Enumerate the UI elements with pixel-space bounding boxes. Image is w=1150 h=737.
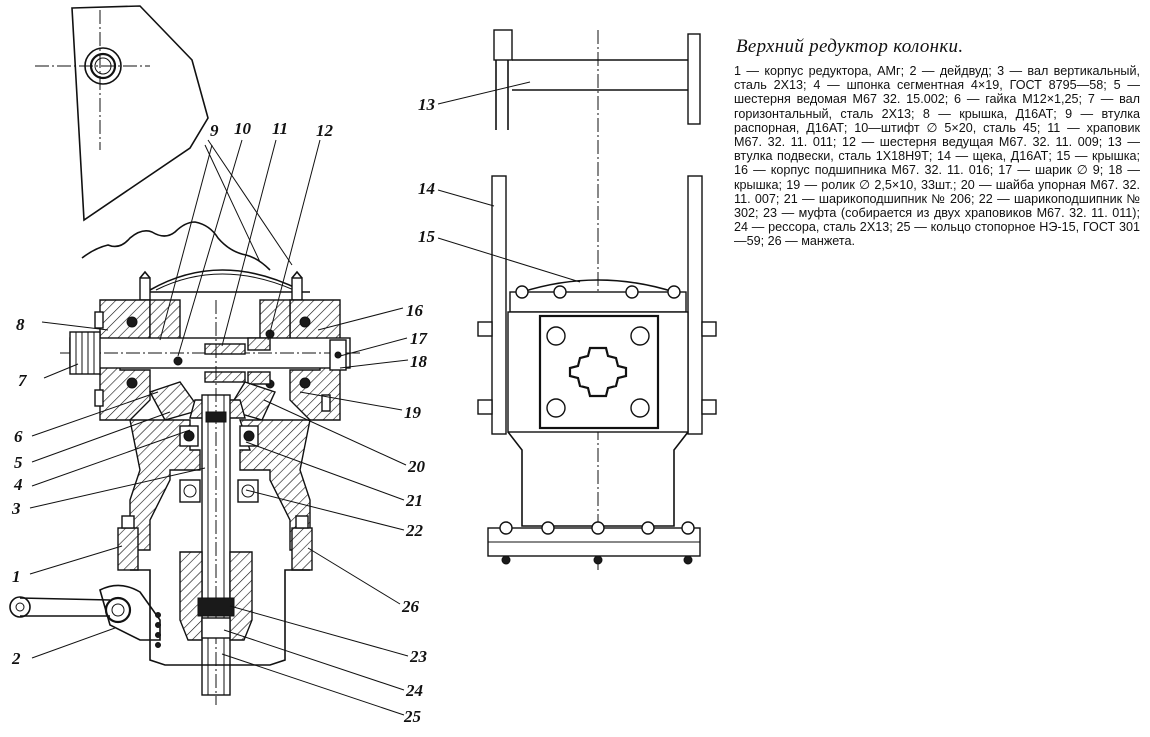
callout-11: 11	[272, 119, 288, 138]
callout-22: 22	[405, 521, 424, 540]
caption-title: Верхний редуктор колонки.	[736, 36, 964, 57]
callout-17: 17	[410, 329, 429, 348]
callout-1: 1	[12, 567, 21, 586]
caption-legend: 1 — корпус редуктора, АМг; 2 — дейдвуд; …	[734, 64, 1140, 249]
callout-9: 9	[210, 121, 219, 140]
callout-24: 24	[405, 681, 423, 700]
leader-lines-middle	[437, 81, 581, 283]
callout-23: 23	[409, 647, 428, 666]
callout-2: 2	[11, 649, 21, 668]
figure-caption: Верхний редуктор колонки. 1 — корпус ред…	[734, 36, 1140, 249]
callout-16: 16	[406, 301, 424, 320]
section-view	[9, 5, 360, 705]
callout-6: 6	[14, 427, 23, 446]
callout-26: 26	[401, 597, 420, 616]
callout-5: 5	[14, 453, 23, 472]
callout-19: 19	[404, 403, 422, 422]
callout-20: 20	[407, 457, 426, 476]
callout-15: 15	[418, 227, 436, 246]
callout-12: 12	[316, 121, 334, 140]
leader-lines-left	[29, 139, 409, 716]
callout-14: 14	[418, 179, 435, 198]
callout-numbers: 1 2 3 4 5 6 7 8 9 10 11 12 13 14 15 16 1…	[11, 95, 436, 726]
callout-25: 25	[403, 707, 422, 726]
callout-18: 18	[410, 352, 428, 371]
callout-10: 10	[234, 119, 252, 138]
callout-7: 7	[18, 371, 28, 390]
callout-8: 8	[16, 315, 25, 334]
callout-21: 21	[405, 491, 423, 510]
callout-3: 3	[11, 499, 21, 518]
callout-13: 13	[418, 95, 436, 114]
callout-4: 4	[13, 475, 23, 494]
side-view	[477, 29, 717, 570]
